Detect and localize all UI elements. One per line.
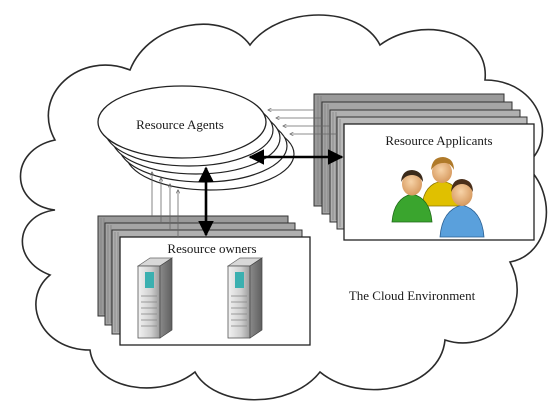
people-group-icon	[391, 157, 485, 238]
applicant-to-agent-arrows	[268, 110, 337, 134]
environment-label: The Cloud Environment	[349, 288, 476, 303]
owners-label: Resource owners	[167, 241, 256, 256]
owner-to-agent-arrows	[152, 172, 178, 237]
server-tower-icon	[136, 257, 174, 339]
agents-label: Resource Agents	[136, 117, 224, 132]
applicants-stack	[313, 93, 535, 241]
agents-stack	[97, 85, 295, 191]
server-tower-icon	[226, 257, 264, 339]
applicants-label: Resource Applicants	[385, 133, 492, 148]
owners-stack	[97, 215, 311, 346]
